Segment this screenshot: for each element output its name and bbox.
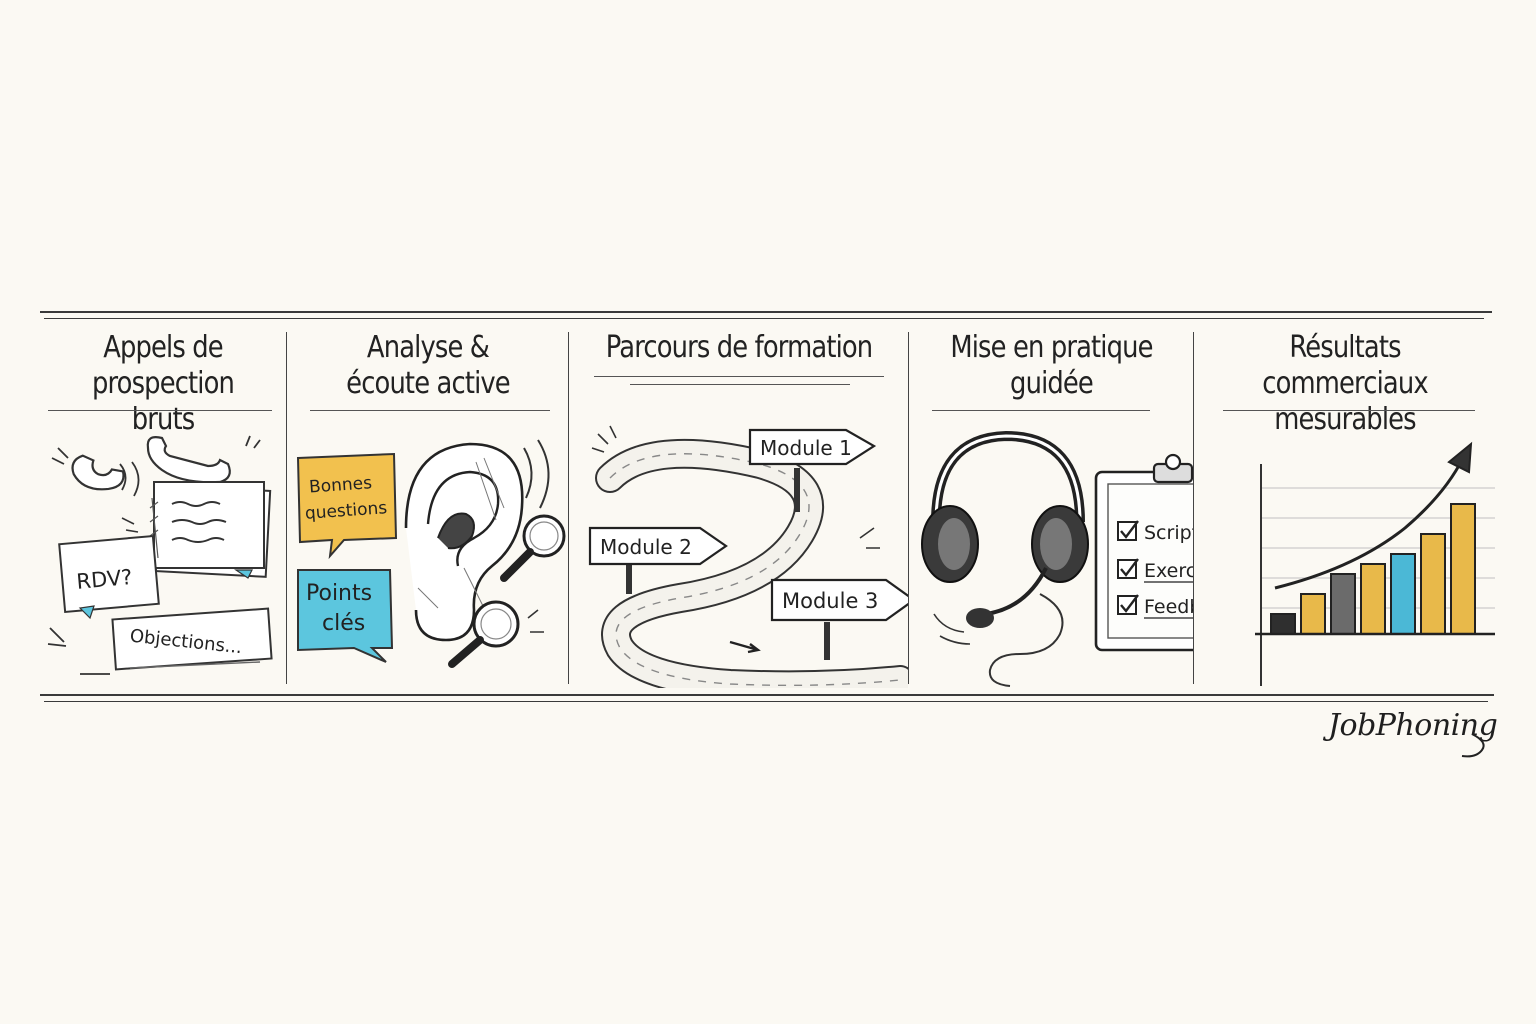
chart-bar bbox=[1360, 563, 1386, 635]
checklist-item: Feedback bbox=[1117, 594, 1193, 619]
raw-calls-illustration: RDV? Objections... bbox=[47, 435, 273, 675]
checklist-item: Script bbox=[1117, 520, 1193, 544]
trend-arrow bbox=[1274, 457, 1465, 590]
chart-bar bbox=[1270, 613, 1296, 635]
chart-bar bbox=[1420, 533, 1446, 635]
step-title: Appels de prospection bruts bbox=[57, 330, 269, 438]
top-border bbox=[40, 311, 1492, 313]
rdv-note: RDV? bbox=[58, 534, 160, 620]
checklist-script: Script bbox=[1144, 522, 1193, 544]
trend-arrowhead bbox=[1447, 441, 1473, 474]
key-points-bubble: Points clés bbox=[297, 569, 394, 663]
clipboard-icon: Script Exercices Feedback bbox=[1094, 453, 1193, 652]
step-title: Parcours de formation bbox=[594, 330, 885, 366]
listening-illustration: Bonnes questions Points clés bbox=[296, 439, 566, 668]
magnifier-icon bbox=[500, 514, 566, 582]
good-questions-line-1: Bonnes bbox=[308, 473, 372, 497]
title-line-2: guidée bbox=[1010, 366, 1094, 401]
key-points-line-1: Points bbox=[306, 581, 372, 606]
checklist-feedback: Feedback bbox=[1144, 596, 1193, 618]
phone-receiver-icon bbox=[146, 436, 231, 484]
good-questions-bubble: Bonnes questions bbox=[296, 452, 398, 560]
phone-receiver-icon bbox=[71, 454, 125, 491]
key-points-line-2: clés bbox=[322, 611, 365, 636]
module-2-sign: Module 2 bbox=[588, 526, 728, 594]
divider-1 bbox=[286, 332, 287, 684]
step-title: Analyse & écoute active bbox=[308, 330, 549, 402]
step-active-listening: Analyse & écoute active Bonnes questions… bbox=[288, 318, 568, 690]
chart-bar bbox=[1300, 593, 1326, 635]
brand-logo: JobPhoning bbox=[1328, 708, 1498, 743]
step-raw-calls: Appels de prospection bruts bbox=[40, 318, 286, 690]
chart-bar bbox=[1330, 573, 1356, 635]
headset-icon bbox=[921, 430, 1089, 687]
title-line-2: écoute active bbox=[346, 366, 510, 401]
magnifier-icon bbox=[448, 600, 520, 668]
title-underline bbox=[310, 410, 550, 411]
divider-4 bbox=[1193, 332, 1194, 684]
practice-illustration: Script Exercices Feedback bbox=[921, 430, 1193, 687]
step-training-path: Parcours de formation Module 1 Module 2 bbox=[570, 318, 908, 690]
module-3-sign: Module 3 bbox=[770, 578, 908, 660]
title-underline bbox=[932, 410, 1150, 411]
title-line-1: Analyse & bbox=[366, 330, 490, 365]
divider-3 bbox=[908, 332, 909, 684]
divider-2 bbox=[568, 332, 569, 684]
module-1-label: Module 1 bbox=[760, 436, 852, 460]
title-underline bbox=[48, 410, 272, 411]
title-line-1: Appels de bbox=[103, 330, 223, 365]
step-title: Mise en pratique guidée bbox=[930, 330, 1173, 402]
chart-bar bbox=[1390, 553, 1416, 635]
checklist-item: Exercices bbox=[1117, 558, 1193, 583]
training-path-illustration: Module 1 Module 2 Module 3 bbox=[588, 425, 908, 688]
title-underline bbox=[594, 376, 884, 377]
step-measurable-results: Résultats commerciaux mesurables bbox=[1195, 318, 1495, 690]
module-3-label: Module 3 bbox=[782, 589, 878, 613]
step-guided-practice: Mise en pratique guidée bbox=[910, 318, 1193, 690]
rdv-label: RDV? bbox=[76, 565, 134, 594]
bottom-border-inner bbox=[44, 701, 1488, 702]
top-border-inner bbox=[44, 318, 1484, 319]
title-line-1: Parcours de formation bbox=[605, 330, 873, 365]
title-line-2: mesurables bbox=[1274, 402, 1416, 437]
ear-icon bbox=[404, 439, 550, 642]
module-2-label: Module 2 bbox=[600, 535, 692, 559]
bottom-border bbox=[40, 694, 1494, 696]
module-1-sign: Module 1 bbox=[748, 428, 877, 512]
title-underline bbox=[1223, 410, 1475, 411]
note-card bbox=[149, 481, 272, 579]
title-underline-2 bbox=[630, 384, 850, 385]
checklist-exercices: Exercices bbox=[1144, 560, 1193, 582]
chart-bars bbox=[1270, 503, 1476, 635]
title-line-1: Résultats commerciaux bbox=[1262, 330, 1428, 401]
title-line-2: prospection bruts bbox=[91, 366, 235, 437]
brand-underline bbox=[1461, 733, 1485, 758]
step-title: Résultats commerciaux mesurables bbox=[1216, 330, 1474, 438]
objections-note: Objections... bbox=[111, 607, 273, 671]
title-line-1: Mise en pratique bbox=[950, 330, 1153, 365]
chart-bar bbox=[1450, 503, 1476, 635]
results-chart bbox=[1255, 441, 1495, 686]
